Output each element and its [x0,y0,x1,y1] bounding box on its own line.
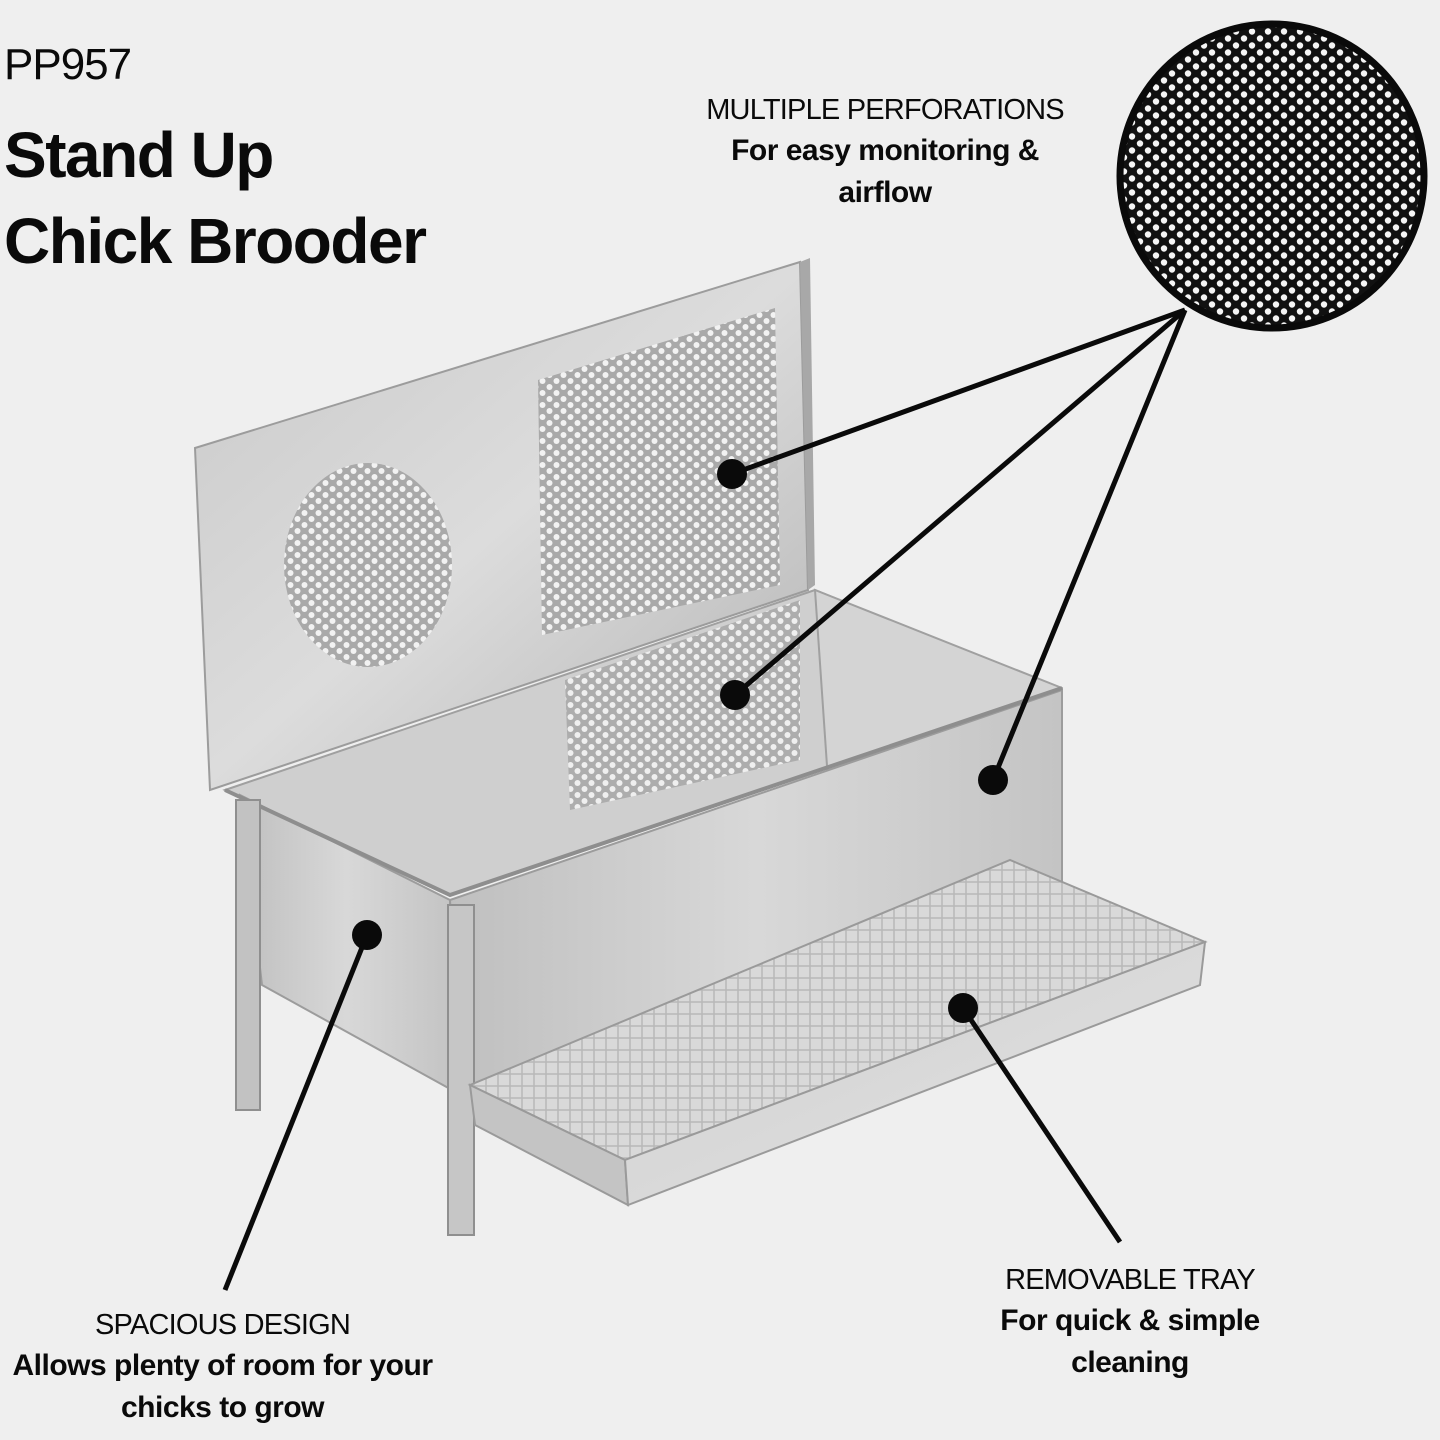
callout-spacious-description: Allows plenty of room for your chicks to… [12,1349,433,1424]
callout-dot-side [978,765,1008,795]
callout-tray-description: For quick & simple cleaning [1000,1304,1260,1379]
callout-dot-lid [717,459,747,489]
callout-perforations-description: For easy monitoring & airflow [731,134,1039,209]
product-title: Stand Up Chick Brooder [4,112,427,284]
callout-perforations: MULTIPLE PERFORATIONS For easy monitorin… [680,90,1090,214]
callout-dot-body [352,920,382,950]
removable-tray [467,858,1208,1207]
callout-tray-heading: REMOVABLE TRAY [1005,1264,1256,1296]
product-title-line2: Chick Brooder [4,205,427,277]
product-title-line1: Stand Up [4,119,274,191]
callout-spacious: SPACIOUS DESIGN Allows plenty of room fo… [0,1305,445,1429]
callout-leaders [222,307,1188,1291]
callout-spacious-heading: SPACIOUS DESIGN [95,1309,351,1341]
callout-dot-tray [948,993,978,1023]
brooder-body [222,588,1063,1236]
product-model: PP957 [4,40,132,89]
lid-round-perforation [284,463,452,667]
perforation-magnifier [1116,20,1428,332]
lid-square-perforation [538,308,780,635]
callout-tray: REMOVABLE TRAY For quick & simple cleani… [960,1260,1300,1384]
callout-perforations-heading: MULTIPLE PERFORATIONS [706,94,1064,126]
callout-dot-inner-wall [720,680,750,710]
lid-panel [193,258,815,792]
